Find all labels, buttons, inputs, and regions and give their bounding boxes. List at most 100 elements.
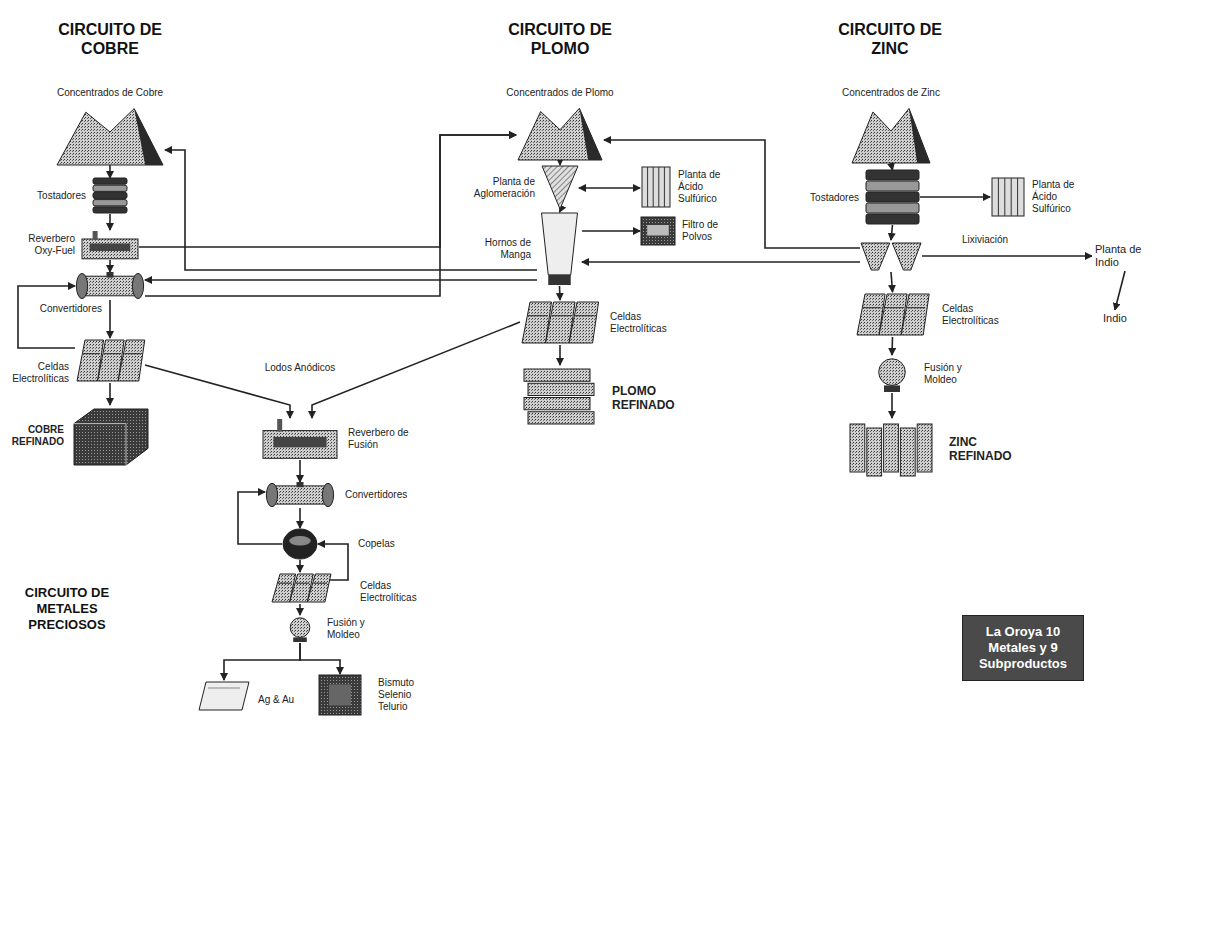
process-step: Planta de Ácido Sulfúrico [990, 176, 1026, 218]
stack-icon [520, 365, 600, 430]
flow-arrow [300, 643, 340, 674]
fusion-icon [283, 615, 317, 643]
slabs-icon [847, 418, 937, 480]
pile-icon [850, 105, 932, 163]
flow-arrow [109, 300, 111, 338]
cells-icon [520, 300, 600, 345]
step-label: Tostadores [26, 190, 86, 202]
plant-icon [640, 165, 672, 209]
node-text: Planta de Indio [1095, 243, 1155, 269]
process-step: Convertidores [75, 272, 145, 300]
circuit-title: CIRCUITO DE PLOMO [485, 20, 635, 58]
step-label: Planta de Aglomeración [465, 176, 535, 200]
flow-arrow [559, 286, 561, 300]
edge-label: Lodos Anódicos [258, 362, 342, 374]
filter-icon [640, 216, 676, 246]
process-step: Concentrados de Cobre [55, 105, 165, 165]
step-label: Hornos de Manga [481, 237, 531, 261]
node-text: Indio [1103, 312, 1127, 325]
pile-icon [516, 105, 604, 160]
cupel-icon [282, 528, 318, 560]
step-label: Concentrados de Zinc [821, 87, 961, 99]
step-label: Celdas Electrolíticas [610, 311, 682, 335]
process-step: Tostadores [865, 170, 920, 225]
cells-icon [75, 338, 145, 383]
step-label: Concentrados de Cobre [40, 87, 180, 99]
block-icon [70, 405, 150, 467]
step-label: ZINC REFINADO [949, 435, 1019, 463]
flow-arrow [312, 322, 520, 418]
furnace-icon [262, 418, 338, 460]
process-step: Lixiviación [860, 240, 922, 272]
flow-arrow [145, 135, 516, 296]
process-step: Reverbero de Fusión [262, 418, 338, 460]
step-label: Tostadores [804, 192, 859, 204]
flow-arrow [891, 163, 893, 170]
step-label: Celdas Electrolíticas [942, 303, 1012, 327]
roaster-icon [865, 170, 920, 225]
process-step: Fusión y Moldeo [283, 615, 317, 643]
step-label: Concentrados de Plomo [490, 87, 630, 99]
flow-arrow [559, 160, 561, 165]
circuit-title: CIRCUITO DE COBRE [40, 20, 180, 58]
flow-arrow [299, 460, 301, 482]
drum-icon [265, 482, 335, 508]
flow-arrow [109, 260, 111, 272]
process-step: Reverbero Oxy-Fuel [81, 230, 139, 260]
process-step: Fusión y Moldeo [872, 355, 912, 393]
step-label: Planta de Ácido Sulfúrico [678, 169, 738, 205]
process-step: Celdas Electrolíticas [855, 292, 930, 337]
step-label: Ag & Au [258, 694, 306, 706]
process-step: Planta de Aglomeración [541, 165, 579, 211]
flow-arrow [559, 345, 561, 365]
flow-arrow [299, 560, 301, 572]
step-label: Celdas Electrolíticas [9, 361, 69, 385]
cells-icon [270, 572, 330, 604]
process-step: Bismuto Selenio Telurio [318, 674, 362, 716]
step-label: Reverbero Oxy-Fuel [20, 233, 75, 257]
process-step: Convertidores [265, 482, 335, 508]
flow-arrow [109, 383, 111, 405]
circuit-title: CIRCUITO DE METALES PRECIOSOS [12, 585, 122, 633]
flow-arrow [145, 279, 537, 281]
process-step: ZINC REFINADO [847, 418, 937, 480]
flow-arrow [891, 337, 893, 355]
step-label: Fusión y Moldeo [924, 362, 994, 386]
flow-arrow [604, 140, 860, 248]
plant-icon [990, 176, 1026, 218]
pile-icon [55, 105, 165, 165]
process-step: Celdas Electrolíticas [520, 300, 600, 345]
step-label: COBRE REFINADO [6, 424, 64, 448]
circuit-title: CIRCUITO DE ZINC [830, 20, 950, 58]
roaster-icon [92, 178, 128, 214]
flow-arrow [18, 286, 75, 348]
flow-arrow [559, 211, 561, 212]
step-label: Convertidores [345, 489, 417, 501]
process-step: Ag & Au [198, 680, 250, 712]
step-label: Reverbero de Fusión [348, 427, 418, 451]
process-step: Planta de Ácido Sulfúrico [640, 165, 672, 209]
process-step: Hornos de Manga [537, 212, 582, 286]
process-step: Celdas Electrolíticas [270, 572, 330, 604]
product-text: Planta de Indio [1092, 241, 1158, 271]
process-step: Copelas [282, 528, 318, 560]
step-label: Copelas [358, 538, 408, 550]
step-label: Planta de Ácido Sulfúrico [1032, 179, 1092, 215]
furnace-icon [81, 230, 139, 260]
flow-arrow [891, 272, 893, 292]
flow-arrow [139, 135, 516, 247]
flow-arrow [922, 255, 1092, 257]
step-label: Lixiviación [962, 234, 1032, 246]
step-label: Convertidores [32, 303, 102, 315]
step-label: PLOMO REFINADO [612, 384, 692, 412]
process-step: Filtro de Polvos [640, 216, 676, 246]
flow-arrow [299, 604, 301, 615]
cells-icon [855, 292, 930, 337]
funnel-icon [541, 165, 579, 211]
node-text: La Oroya 10 Metales y 9 Subproductos [969, 624, 1077, 672]
flow-arrow [582, 230, 640, 232]
fusion-icon [872, 355, 912, 393]
flow-arrow [582, 261, 860, 263]
